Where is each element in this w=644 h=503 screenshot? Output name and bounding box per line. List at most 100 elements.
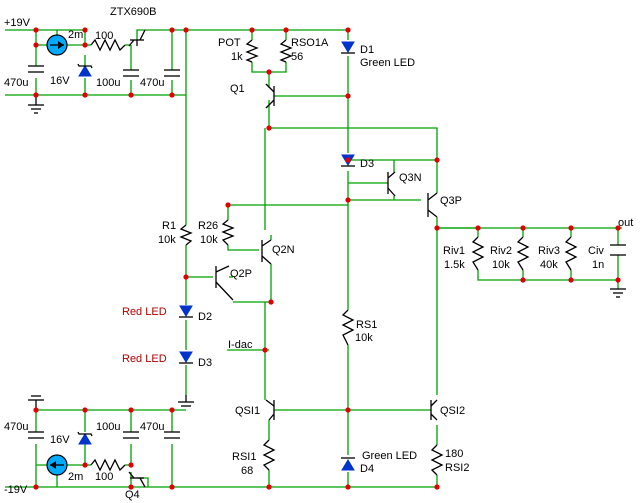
junction-node	[345, 407, 351, 413]
label-r100-bottom: 100	[95, 471, 113, 483]
junction-node	[33, 42, 39, 48]
junction-node	[475, 225, 481, 231]
junction-node	[283, 27, 289, 33]
label-c470-top-mid: 470u	[140, 77, 164, 89]
label-riv1-value: 1.5k	[444, 259, 465, 271]
label-zener-top: 16V	[50, 75, 70, 87]
label-rsi1: RSI1	[232, 451, 256, 463]
led-d2	[179, 305, 193, 318]
label-c470-bottom-left: 470u	[4, 421, 28, 433]
junction-node	[345, 27, 351, 33]
resistor-pot	[245, 39, 259, 63]
junction-node	[266, 125, 272, 131]
junction-node	[169, 484, 175, 490]
label-rsi2-value: 180	[445, 448, 463, 460]
transistor-qsi1	[265, 399, 275, 421]
junction-node	[615, 277, 621, 283]
junction-node	[128, 484, 134, 490]
junction-node	[128, 407, 134, 413]
label-rso1a: RSO1A	[291, 37, 329, 49]
label-output: out	[618, 217, 633, 229]
label-cs-bottom: 2m	[68, 471, 83, 483]
junction-node	[82, 462, 88, 468]
label-c100-bottom: 100u	[96, 421, 120, 433]
junction-node	[434, 157, 440, 163]
label-d3-top: D3	[360, 158, 374, 170]
capacitor-100u-bottom	[123, 431, 139, 439]
ground-mid	[178, 395, 194, 407]
label-q3p: Q3P	[440, 195, 462, 207]
label-c100-top: 100u	[96, 77, 120, 89]
label-d2: D2	[198, 311, 212, 323]
transistor-q3p	[427, 192, 438, 218]
zener-diode-16v-top	[77, 63, 93, 77]
label-rs1: RS1	[356, 319, 377, 331]
label-q1: Q1	[230, 83, 245, 95]
junction-node	[128, 462, 134, 468]
label-civ: Civ	[588, 245, 604, 257]
junction-node	[82, 42, 88, 48]
label-qsi2: QSI2	[440, 405, 465, 417]
junction-node	[434, 484, 440, 490]
label-pot: POT	[218, 37, 241, 49]
label-neg-rail: -19V	[4, 484, 28, 496]
wires	[5, 29, 622, 488]
junction-node	[520, 277, 526, 283]
junction-node	[169, 92, 175, 98]
junction-node	[262, 347, 268, 353]
label-c470-top-left: 470u	[4, 77, 28, 89]
label-qsi1: QSI1	[235, 405, 260, 417]
transistor-ztx690b	[128, 29, 146, 47]
led-d4	[341, 457, 355, 471]
resistor-rsi2	[430, 444, 444, 476]
label-rs1-value: 10k	[355, 332, 373, 344]
resistor-rsi1	[262, 439, 276, 471]
resistor-r26	[221, 219, 235, 246]
transistor-q1	[265, 83, 275, 109]
label-r26: R26	[198, 220, 218, 232]
junction-node	[33, 27, 39, 33]
transistor-qsi2	[430, 399, 438, 421]
junction-node	[33, 407, 39, 413]
junction-node	[568, 225, 574, 231]
label-pot-value: 1k	[231, 51, 243, 63]
ground-out	[610, 288, 626, 298]
capacitor-civ	[610, 244, 626, 256]
label-q4: Q4	[125, 489, 140, 501]
label-riv2-value: 10k	[492, 259, 510, 271]
label-riv3: Riv3	[538, 245, 560, 257]
label-q3n: Q3N	[399, 172, 422, 184]
label-red-led-2: Red LED	[122, 353, 167, 365]
junction-node	[169, 27, 175, 33]
resistor-riv2	[516, 236, 530, 271]
resistor-rs1	[341, 309, 355, 346]
label-r1: R1	[162, 220, 176, 232]
transistor-q3n	[387, 171, 396, 197]
label-q2n: Q2N	[272, 244, 295, 256]
label-r100-top: 100	[95, 30, 113, 42]
transistor-q4	[128, 471, 146, 488]
ground-top	[28, 95, 44, 114]
current-source-bottom	[46, 454, 68, 476]
label-riv2: Riv2	[490, 245, 512, 257]
label-r1-value: 10k	[158, 234, 176, 246]
junction-node	[568, 277, 574, 283]
capacitor-470u-bottom-left	[28, 431, 44, 439]
zener-diode-16v-bottom	[77, 431, 93, 445]
junction-node	[266, 484, 272, 490]
junction-node	[225, 202, 231, 208]
current-source-top	[46, 34, 68, 56]
labels: +19V -19V out ZTX690B 2m 100 16V 470u 10…	[4, 6, 633, 501]
junction-node	[520, 225, 526, 231]
label-idac: I-dac	[228, 339, 253, 351]
label-d4: D4	[360, 463, 374, 475]
led-d1	[341, 41, 355, 54]
resistor-riv1	[471, 236, 485, 271]
label-civ-value: 1n	[592, 259, 604, 271]
junction-node	[169, 407, 175, 413]
label-red-led-1: Red LED	[122, 306, 167, 318]
label-riv1: Riv1	[443, 245, 465, 257]
led-d3-bottom	[179, 351, 193, 364]
label-c470-bottom-mid: 470u	[140, 421, 164, 433]
label-cs-top: 2m	[68, 29, 83, 41]
